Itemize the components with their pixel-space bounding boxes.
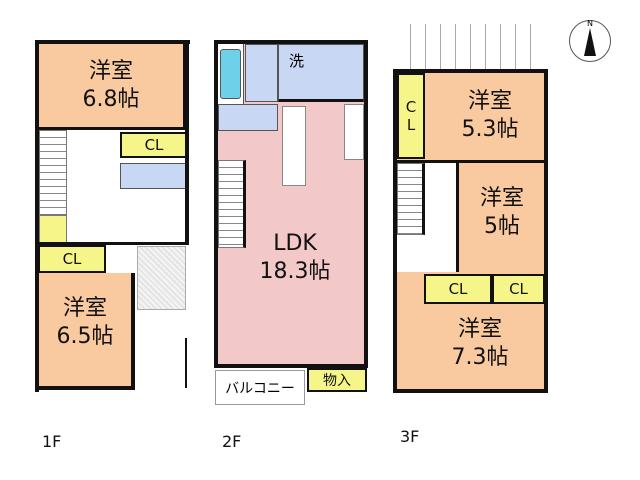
compass-north: N [587,19,593,28]
room-size: 18.3帖 [259,259,331,284]
room-size: 5.3帖 [461,117,519,142]
toilet-2f [218,104,278,131]
wall-1f-porch [185,338,187,388]
closet-1f-lower: CL [38,245,106,273]
stairs-1f [39,130,67,215]
room-name: 洋室 [479,186,524,211]
storage-2f: 物入 [307,368,367,392]
wall-1f-right [185,42,189,245]
stairs-1f-lower [39,215,67,243]
closet-c: C [405,98,417,116]
entrance-1f [137,246,186,310]
bathtub-icon [220,49,241,99]
toilet-1f [120,163,186,189]
floor-label-2f: 2F [222,432,242,451]
floor-label-1f: 1F [42,432,62,451]
room-name: LDK [273,231,317,256]
wall-3f-5 [456,160,546,272]
room-size: 7.3帖 [451,345,509,370]
shower-2f [245,44,278,102]
room-size: 6.5帖 [56,324,114,349]
balcony-label: バルコニー [225,380,295,397]
closet-l: L [406,116,416,134]
closet-3f-b: CL [492,274,545,304]
room-name: 洋室 [62,296,107,321]
cabinet-2f [344,104,364,160]
wash-label: 洗 [289,52,305,70]
room-name: 洋室 [88,59,133,84]
room-3f-western-5-3: 洋室 5.3帖 [440,88,540,144]
closet-3f-a: CL [424,274,492,304]
floor-label-3f: 3F [400,427,420,446]
room-size: 6.8帖 [82,87,140,112]
room-3f-western-5: 洋室 5帖 [458,185,546,241]
room-1f-western-6-8: 洋室 6.8帖 [39,44,187,130]
room-name: 洋室 [457,317,502,342]
closet-1f-upper: CL [120,132,188,158]
room-3f-western-7-3: 洋室 7.3帖 [430,316,530,372]
stairs-3f [397,163,425,235]
kitchen-counter [282,106,306,186]
balcony-2f: バルコニー [215,370,305,405]
room-1f-western-6-5: 洋室 6.5帖 [39,273,135,390]
room-size: 5帖 [484,214,520,239]
floor-1f-plan [35,40,190,392]
compass-icon: N [569,19,611,62]
roof-lines [410,24,532,70]
room-name: 洋室 [467,89,512,114]
wall-1f-mid [36,242,186,245]
stairs-2f [218,160,246,248]
washroom-2f: 洗 [278,44,364,102]
bath-2f [218,44,244,104]
room-2f-ldk: LDK 18.3帖 [250,230,340,286]
